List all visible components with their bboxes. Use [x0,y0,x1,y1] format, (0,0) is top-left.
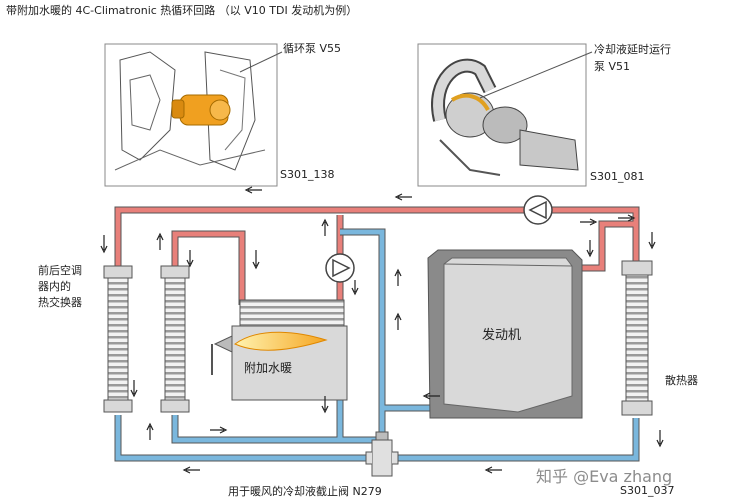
pump-v55-label: 循环泵 V55 [283,42,341,55]
valve-label: 用于暖风的冷却液截止阀 N279 [228,484,382,498]
ref-left: S301_138 [280,168,334,181]
pump-v51-label-line2: 泵 V51 [594,60,630,73]
radiator-label: 散热器 [665,373,698,387]
hx-label-line3: 热交换器 [38,295,82,309]
hx-label-line2: 器内的 [38,279,71,293]
pump-v55-photo [104,43,278,187]
engine-label: 发动机 [482,327,521,343]
aux-heater [211,299,348,401]
diagram-title: 带附加水暖的 4C-Climatronic 热循环回路 （以 V10 TDI 发… [6,3,357,17]
pump-v55-symbol [325,253,355,283]
flow-arrows [100,186,664,474]
ref-bottom: S301_037 [620,484,674,497]
pump-v51-symbol [523,195,553,225]
pump-v51-photo [417,43,587,187]
watermark: 知乎 @Eva zhang [536,467,672,486]
ref-right: S301_081 [590,170,644,183]
hx-label-line1: 前后空调 [38,263,82,277]
aux-heater-label: 附加水暖 [244,361,292,375]
pump-v51-label-line1: 冷却液延时运行 [594,42,671,56]
radiator [621,260,653,416]
heat-exchanger-rear [160,265,190,413]
shutoff-valve-n279 [365,431,399,477]
engine-block [427,249,583,419]
heat-exchanger-front [103,265,133,413]
